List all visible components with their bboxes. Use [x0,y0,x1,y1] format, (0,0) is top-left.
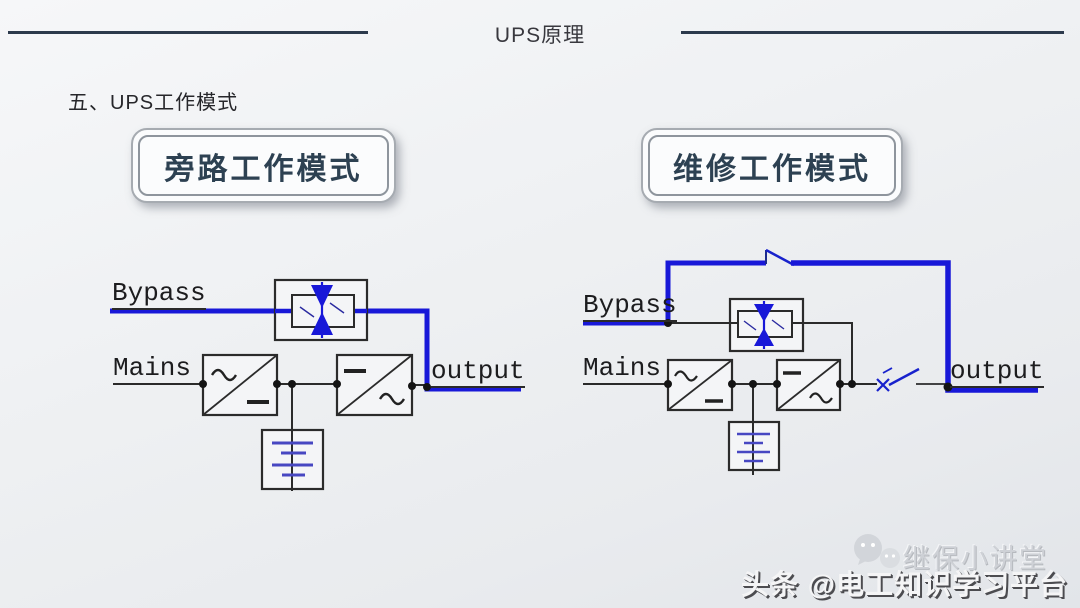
junction-dots-left [199,380,431,391]
watermark-logo-text: 继保小讲堂 [903,544,1048,574]
rectifier-right [666,358,734,412]
watermark-credit: 头条 @电工知识学习平台 [741,569,1069,600]
header-rule-right [681,31,1064,34]
bypass-mode-title: 旁路工作模式 [164,152,363,186]
output-isolation-switch-icon [876,367,920,392]
bypass-mode-diagram [110,278,521,491]
bypass-mode-title-inner: 旁路工作模式 [138,135,389,196]
rectifier-left [201,353,279,417]
bypass-label-left: Bypass [112,278,206,310]
battery-left [260,384,325,491]
thyristor-up-icon [754,328,774,346]
output-label-right: output [950,356,1044,388]
mains-label-left: Mains [113,353,192,385]
thyristor-up-icon [311,312,333,335]
thyristor-down-icon [311,285,333,308]
static-switch-right [728,297,805,353]
bypass-mode-title-box: 旁路工作模式 [131,128,396,203]
maintenance-mode-diagram [583,248,1038,475]
maintenance-mode-title: 维修工作模式 [673,152,871,186]
inverter-left [335,353,414,417]
maintenance-bypass-wire-in [583,260,766,326]
output-label-left: output [431,356,525,388]
ac-symbol [809,392,833,404]
header-rule-left [8,31,368,34]
ac-symbol [674,370,698,382]
bypass-output-wire-left [367,308,521,392]
mains-label-right: Mains [583,353,662,385]
static-switch-left [273,278,369,342]
maintenance-bypass-wire-out [791,260,1038,393]
static-bypass-wire-out [803,322,853,384]
junction-dots-right [664,319,953,392]
ac-symbol [378,392,406,406]
bypass-label-right: Bypass [583,290,677,322]
maintenance-mode-title-box: 维修工作模式 [641,128,903,203]
chat-bubbles-icon [854,534,900,568]
page-title: UPS原理 [494,24,586,47]
section-heading: 五、UPS工作模式 [68,92,239,114]
ac-symbol [210,368,238,382]
battery-right [727,384,781,475]
maintenance-switch-icon [765,248,795,267]
thyristor-down-icon [754,304,774,322]
inverter-right [775,358,842,412]
maintenance-mode-title-inner: 维修工作模式 [648,135,896,196]
